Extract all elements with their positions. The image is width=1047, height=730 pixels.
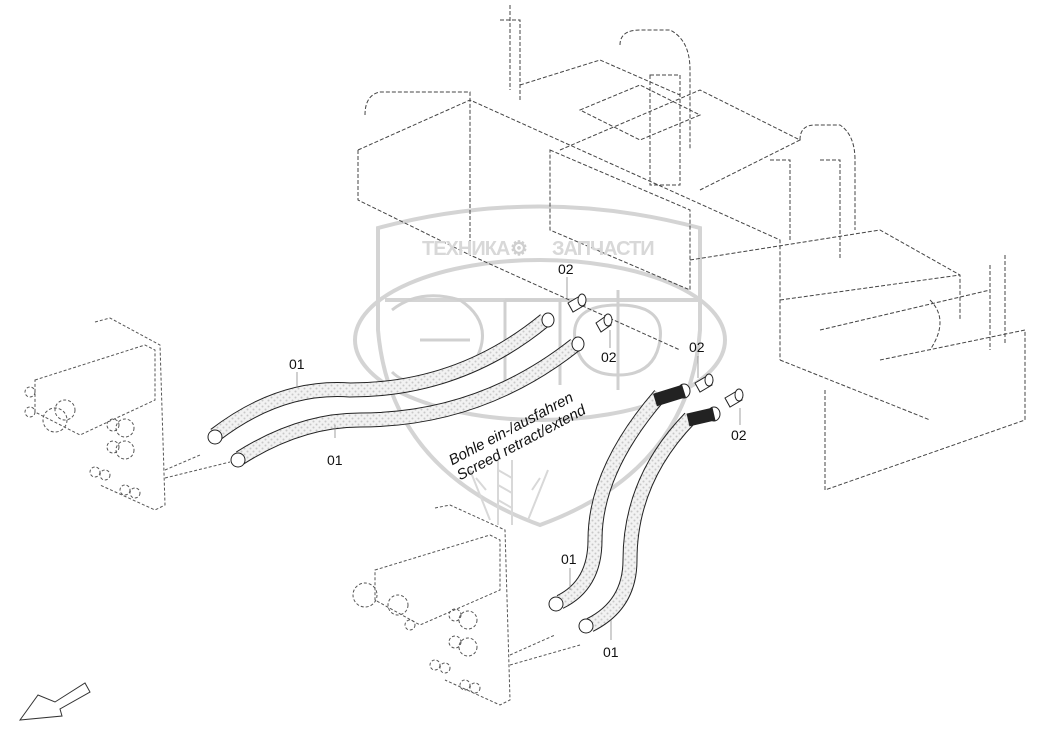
hose-lower-2 xyxy=(578,406,721,634)
watermark-text-right: ЗАПЧАСТИ xyxy=(552,238,655,260)
watermark-shield xyxy=(353,204,727,528)
hose-lower-1 xyxy=(548,383,691,612)
paver-frame xyxy=(357,5,1026,491)
part-label-01: 01 xyxy=(289,356,305,372)
part-label-02: 02 xyxy=(558,261,574,277)
arrow-down-left-icon xyxy=(18,682,91,721)
part-label-02: 02 xyxy=(601,349,617,365)
watermark-text-left: ТЕХНИКА xyxy=(422,238,510,260)
leader-lines xyxy=(296,277,741,640)
part-label-01: 01 xyxy=(603,644,619,660)
part-label-01: 01 xyxy=(561,551,577,567)
part-label-01: 01 xyxy=(327,452,343,468)
valve-block-upper xyxy=(24,317,231,511)
hose-upper-2 xyxy=(230,336,585,468)
watermark-wheat xyxy=(469,460,549,525)
part-label-02: 02 xyxy=(731,427,747,443)
gear-icon: ⚙ xyxy=(510,238,528,260)
part-label-02: 02 xyxy=(689,339,705,355)
fittings xyxy=(567,293,744,408)
valve-block-lower xyxy=(352,504,581,706)
hose-upper-1 xyxy=(207,312,555,445)
